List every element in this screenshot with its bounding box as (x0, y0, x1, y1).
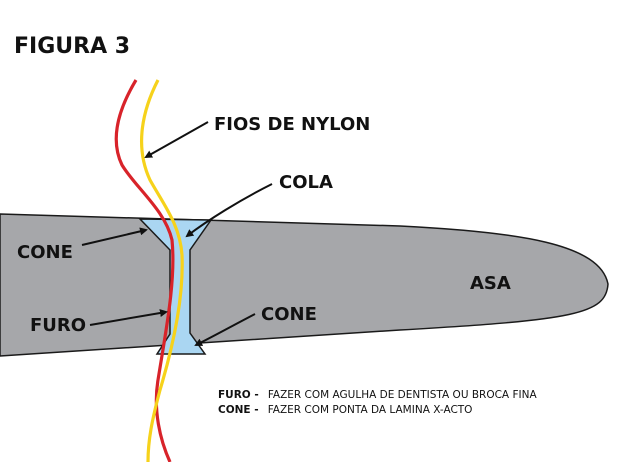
arrow-nylon (144, 121, 209, 158)
legend-line-2: CONE - FAZER COM PONTA DA LAMINA X-ACTO (218, 398, 472, 417)
legend-text-furo: FAZER COM AGULHA DE DENTISTA OU BROCA FI… (268, 389, 538, 401)
legend-term-furo: FURO - (218, 389, 259, 401)
label-cone-left: CONE (17, 242, 73, 263)
thread-yellow (140, 79, 184, 462)
legend-term-cone: CONE - (218, 404, 259, 416)
label-furo: FURO (30, 315, 86, 336)
legend: FURO - FAZER COM AGULHA DE DENTISTA OU B… (218, 383, 537, 417)
glue-cone-shape (138, 218, 213, 355)
legend-line-1: FURO - FAZER COM AGULHA DE DENTISTA OU B… (218, 383, 537, 402)
figure-title: FIGURA 3 (14, 34, 130, 59)
arrow-cone-left (81, 227, 148, 246)
arrow-furo (89, 309, 168, 326)
wing-shape (0, 213, 609, 357)
legend-text-cone: FAZER COM PONTA DA LAMINA X-ACTO (268, 404, 473, 416)
label-cola: COLA (279, 172, 333, 193)
arrow-cola (185, 183, 273, 238)
label-cone-right: CONE (261, 304, 317, 325)
label-asa: ASA (470, 273, 511, 294)
label-fios-de-nylon: FIOS DE NYLON (214, 114, 370, 135)
arrow-cone-right (194, 313, 256, 346)
